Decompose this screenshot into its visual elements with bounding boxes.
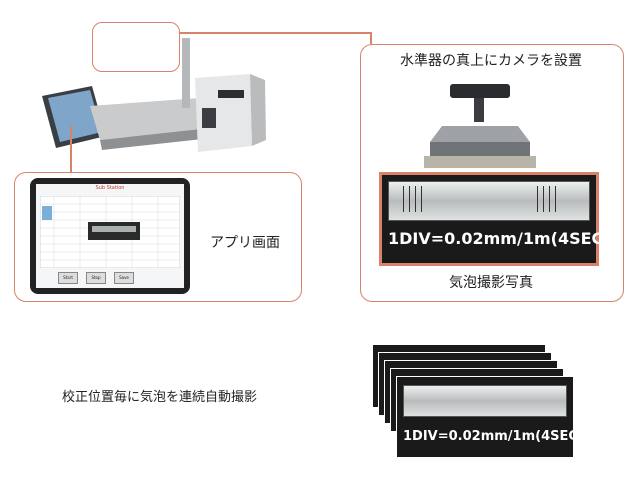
app-title: Sub Station: [95, 185, 125, 191]
stack-photo-5: 1DIV=0.02mm/1m(4SEC): [396, 376, 584, 458]
vial-tick: [409, 186, 410, 212]
vial-tick: [543, 186, 544, 212]
app-button-stop[interactable]: Stop: [86, 272, 106, 284]
bubble-vial: [388, 181, 590, 221]
vial-tick: [421, 186, 422, 212]
tablet-frame: Sub Station Start Stop Save: [30, 178, 190, 294]
vial-tick: [549, 186, 550, 212]
app-data-grid: [40, 196, 180, 268]
app-caption: アプリ画面: [210, 235, 280, 251]
app-button-start[interactable]: Start: [58, 272, 78, 284]
connector-camera-down: [370, 32, 372, 44]
bubble-photo-frame: 1DIV=0.02mm/1m(4SEC): [379, 172, 611, 266]
connector-tablet: [70, 126, 72, 172]
vial-tick: [415, 186, 416, 212]
process-caption: 校正位置毎に気泡を連続自動撮影: [62, 390, 258, 405]
camera-caption: 水準器の真上にカメラを設置: [400, 53, 582, 69]
vial-tick: [555, 186, 556, 212]
stack-vial: [403, 385, 567, 417]
app-screen: Sub Station Start Stop Save: [36, 184, 184, 288]
camera-highlight-box: [92, 22, 180, 72]
machine-illustration: [40, 28, 290, 168]
vial-tick: [537, 186, 538, 212]
app-button-save[interactable]: Save: [114, 272, 134, 284]
camera-level-illustration: [420, 80, 540, 172]
vial-tick: [403, 186, 404, 212]
photo-caption: 気泡撮影写真: [449, 275, 533, 291]
stacked-photos: 1DIV=0.02mm/1m(4SEC): [372, 344, 584, 460]
stack-vial-label: 1DIV=0.02mm/1m(4SEC): [403, 429, 584, 444]
vial-label: 1DIV=0.02mm/1m(4SEC): [388, 229, 611, 248]
connector-camera-top: [179, 32, 371, 34]
